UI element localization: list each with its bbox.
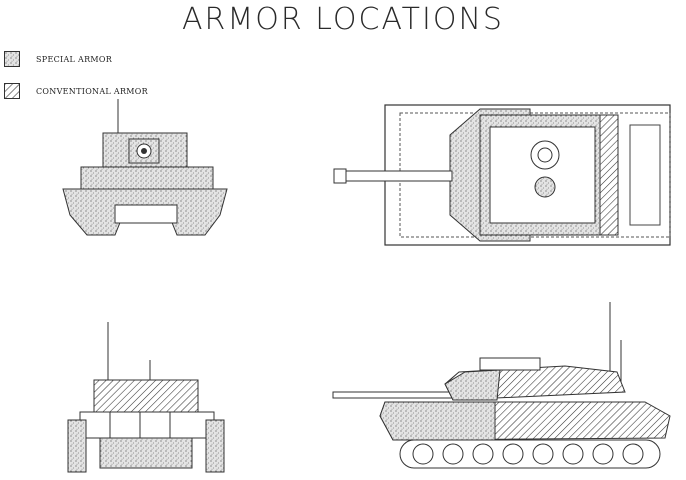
tank-side-view [332, 302, 671, 469]
page-title: ARMOR LOCATIONS [182, 2, 504, 37]
legend-label-conventional: CONVENTIONAL ARMOR [36, 86, 148, 96]
legend-item-conventional-armor: CONVENTIONAL ARMOR [4, 82, 148, 100]
legend: SPECIAL ARMOR CONVENTIONAL ARMOR [4, 50, 148, 114]
stipple-swatch-icon [4, 51, 20, 67]
legend-item-special-armor: SPECIAL ARMOR [4, 50, 148, 68]
tank-rear-view [67, 322, 225, 473]
legend-label-special: SPECIAL ARMOR [36, 54, 113, 64]
tank-front-view [62, 99, 228, 236]
tank-top-view [333, 104, 671, 246]
hatch-swatch-icon [4, 83, 20, 99]
